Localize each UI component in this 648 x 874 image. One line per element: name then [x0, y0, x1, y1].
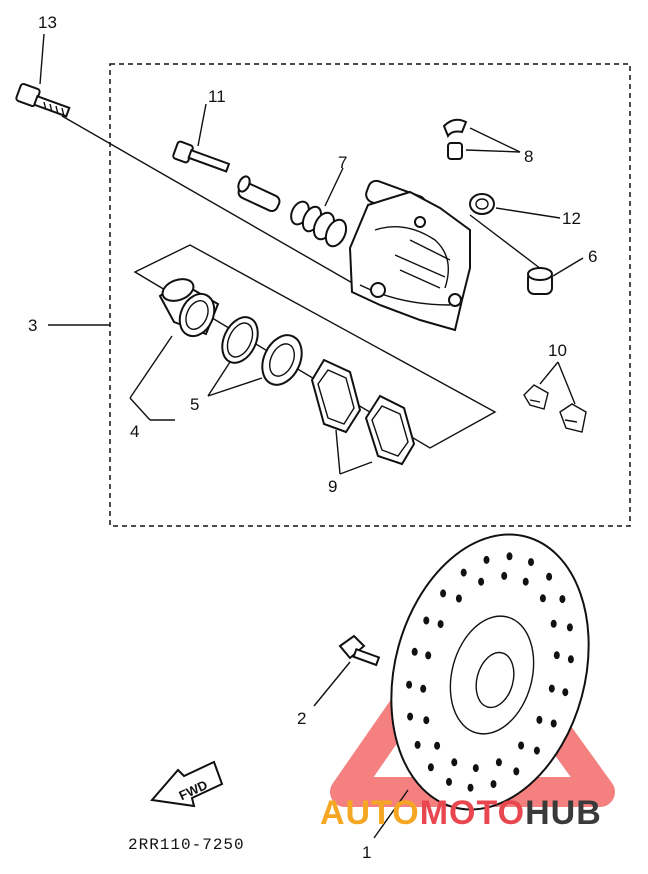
seal-5 [221, 316, 303, 386]
disc-hole [407, 712, 414, 721]
disc-hole [420, 684, 427, 693]
disc-hole [553, 651, 560, 660]
brake-disc-1 [390, 533, 590, 811]
disc-hole [434, 741, 441, 750]
sleeve [237, 175, 281, 213]
watermark-part-2: MOTO [420, 794, 525, 832]
callout-3: 3 [28, 316, 37, 335]
disc-hole [536, 715, 543, 724]
disc-hole [446, 777, 452, 786]
callout-9: 9 [328, 477, 337, 496]
disc-hole [559, 595, 566, 604]
callout-8: 8 [524, 147, 533, 166]
disc-hole [437, 620, 444, 629]
callout-10: 10 [548, 341, 567, 360]
watermark-logo: AUTOMOTOHUB [320, 794, 602, 832]
grommet-12 [469, 193, 495, 215]
disc-hole [472, 764, 479, 773]
callout-7: 7 [338, 153, 347, 172]
disc-hole [455, 594, 462, 603]
disc-hole [423, 716, 430, 725]
callout-4: 4 [130, 422, 139, 441]
disc-hole [406, 680, 413, 689]
disc-hole [440, 589, 447, 598]
disc-hole [506, 552, 513, 561]
pad-clips-10 [523, 384, 587, 433]
callout-11: 11 [208, 87, 226, 106]
callout-labels: 13 11 7 8 12 6 3 10 5 4 9 2 1 [28, 13, 597, 862]
brake-pads-9 [310, 358, 416, 466]
disc-hole [501, 571, 508, 580]
disc-hole [562, 688, 569, 697]
disc-hole [539, 594, 546, 603]
drawing-code: 2RR110-7250 [128, 836, 245, 854]
svg-text:AUTOMOTOHUB: AUTOMOTOHUB [320, 794, 602, 832]
disc-hole [567, 655, 574, 664]
disc-hole [522, 577, 529, 586]
bolt-13-axis-line [61, 115, 376, 297]
callout-leaders [39, 33, 584, 839]
disc-hole [495, 758, 502, 767]
disc-hole [550, 719, 557, 728]
watermark-part-3: HUB [525, 794, 602, 832]
disc-hole [451, 758, 458, 767]
bolt-11 [172, 140, 231, 173]
disc-vent-holes [406, 552, 574, 792]
callout-2: 2 [297, 709, 306, 728]
disc-hole [550, 619, 557, 628]
disc-hole [425, 651, 432, 660]
disc-hole [423, 616, 430, 625]
disc-hole [460, 568, 467, 577]
callout-5: 5 [190, 395, 199, 414]
disc-hole [478, 577, 485, 586]
callout-12: 12 [562, 209, 581, 228]
caliper-assembly-box [109, 63, 631, 527]
disc-hole [533, 746, 540, 755]
disc-hole [528, 558, 534, 567]
disc-hole [483, 555, 490, 564]
disc-hole [411, 647, 418, 656]
disc-hole [490, 780, 497, 789]
disc-hole [427, 763, 434, 772]
disc-hole [513, 767, 520, 776]
disc-hole [546, 572, 553, 581]
disc-hole [518, 741, 525, 750]
fwd-arrow-icon: FWD [150, 760, 224, 808]
disc-hole [414, 740, 421, 749]
boot-7 [290, 200, 348, 248]
bushing-6 [527, 267, 553, 295]
axis-line-6 [469, 214, 546, 273]
disc-hole [467, 783, 474, 792]
callout-13: 13 [38, 13, 57, 32]
bleed-screw-8 [442, 118, 468, 160]
disc-bolt-2 [338, 634, 381, 667]
piston-4 [158, 278, 220, 338]
watermark-part-1: AUTO [320, 794, 420, 832]
caliper-body [348, 179, 471, 332]
callout-1: 1 [362, 843, 371, 862]
disc-hole [548, 684, 555, 693]
disc-hole [566, 623, 573, 632]
bolt-13 [15, 82, 71, 118]
callout-6: 6 [588, 247, 597, 266]
